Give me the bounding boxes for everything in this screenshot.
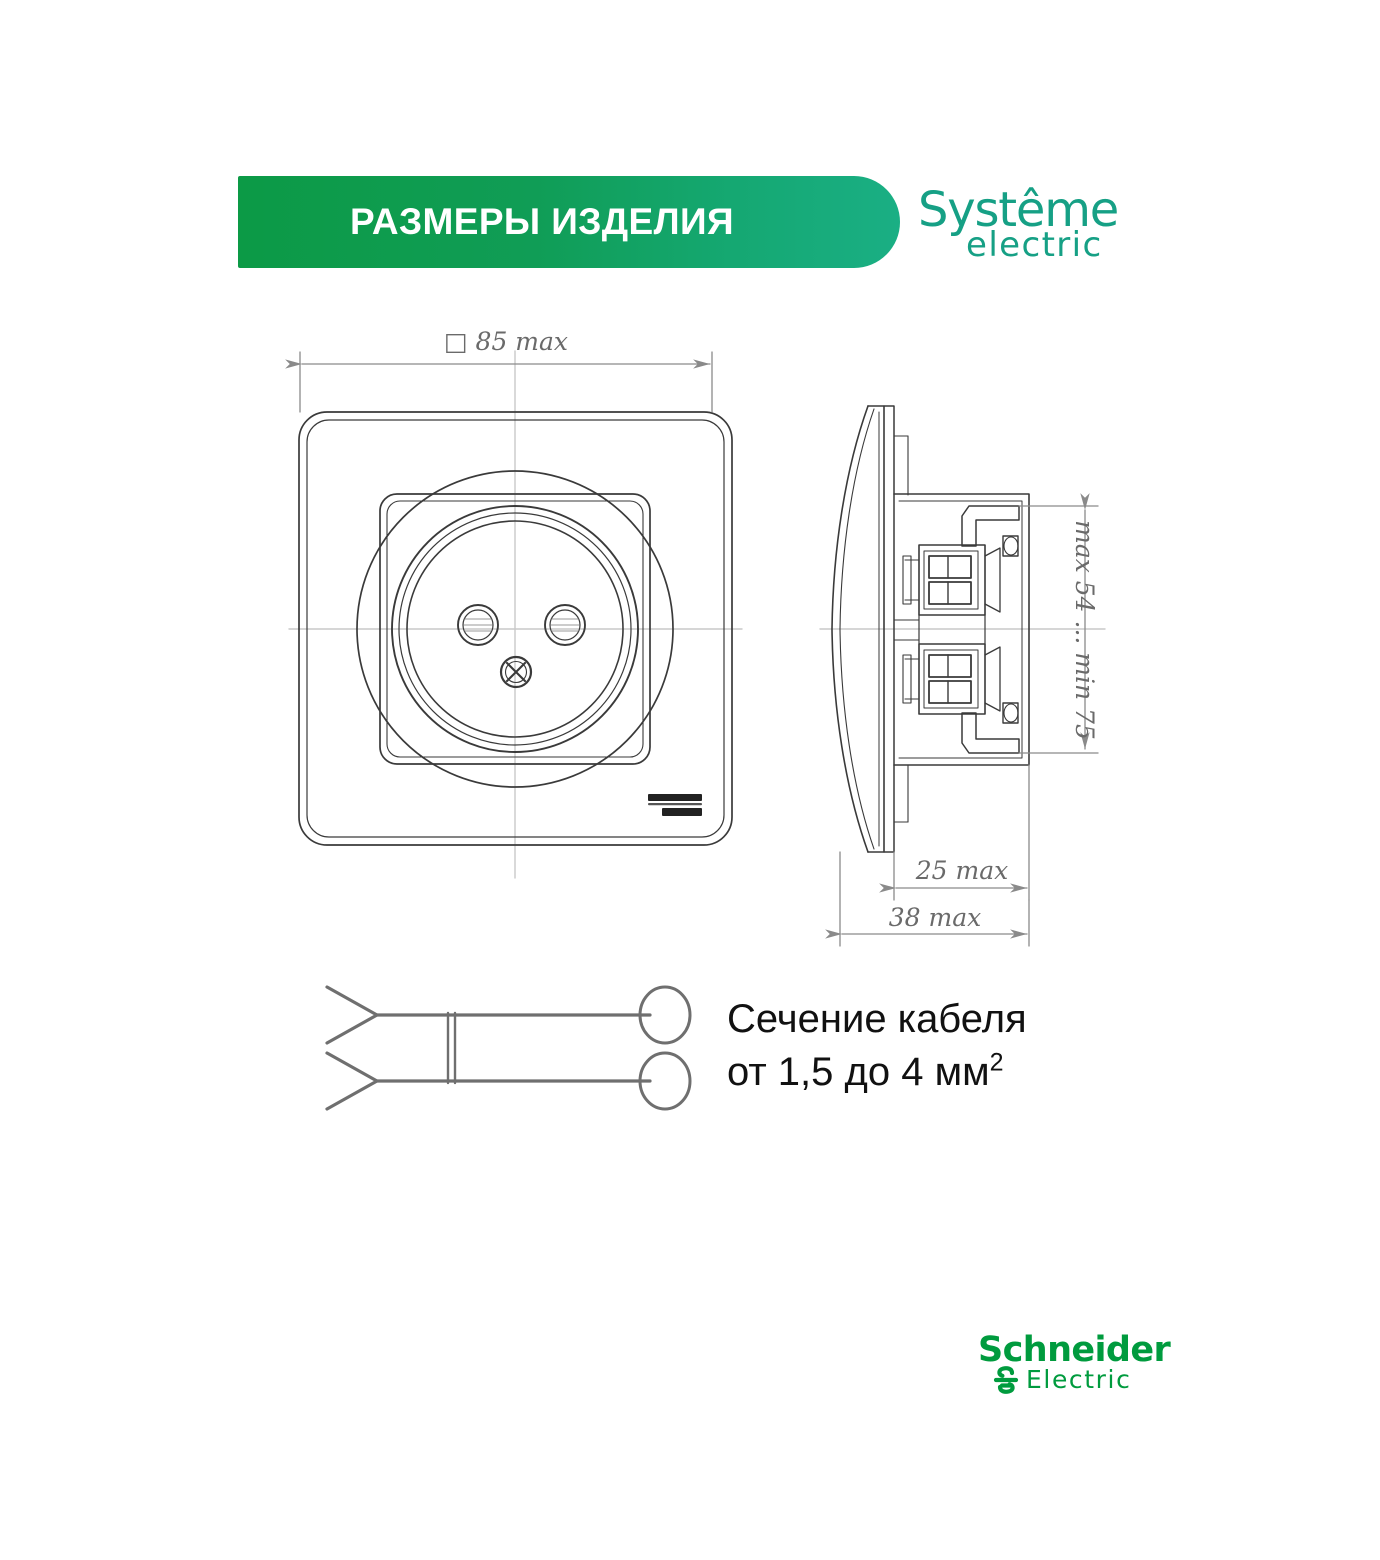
cable-spec-line-2: от 1,5 до 4 мм2 <box>727 1046 1127 1099</box>
cable-spec-text: Сечение кабеля от 1,5 до 4 мм2 <box>727 993 1127 1099</box>
socket-pin-hole-right <box>544 604 586 646</box>
socket-pin-hole-left <box>457 604 499 646</box>
cable-spec-line-1: Сечение кабеля <box>727 997 1027 1041</box>
cable-spec-line-2-prefix: от 1,5 до 4 мм <box>727 1049 990 1094</box>
dimension-label-depth: max 54 ... min 75 <box>1070 520 1099 740</box>
dimension-width-85max <box>285 351 713 413</box>
schneider-logo-word: Schneider <box>978 1330 1171 1370</box>
header-banner: РАЗМЕРЫ ИЗДЕЛИЯ <box>238 176 900 268</box>
schneider-electric-logo: Schneider Electric <box>978 1333 1171 1405</box>
faceplate-schneider-mark <box>648 794 702 816</box>
systeme-logo-subword: electric <box>966 225 1103 265</box>
dimension-label-38max: 38 max <box>889 903 981 932</box>
terminal-block-top <box>902 544 1001 616</box>
schneider-s-mark-icon <box>993 1366 1019 1394</box>
dimension-depth-5475 <box>1018 493 1099 754</box>
systeme-electric-logo: Systême electric <box>918 186 1140 268</box>
dimension-25max <box>879 764 1030 901</box>
socket-side-view <box>819 405 1106 853</box>
cable-cross-section-diagram <box>325 985 692 1111</box>
page-title: РАЗМЕРЫ ИЗДЕЛИЯ <box>350 201 734 242</box>
socket-earth-pin <box>499 655 533 689</box>
cable-spec-superscript: 2 <box>989 1048 1004 1077</box>
dimension-38max <box>825 851 1030 947</box>
dimension-label-25max: 25 max <box>915 856 1008 885</box>
dimension-label-85max: □ 85 max <box>444 327 568 356</box>
terminal-block-bottom <box>902 643 1001 715</box>
socket-front-view <box>288 350 743 879</box>
systeme-logo-word: Systême <box>918 182 1119 238</box>
schneider-logo-subword: Electric <box>1026 1365 1132 1394</box>
